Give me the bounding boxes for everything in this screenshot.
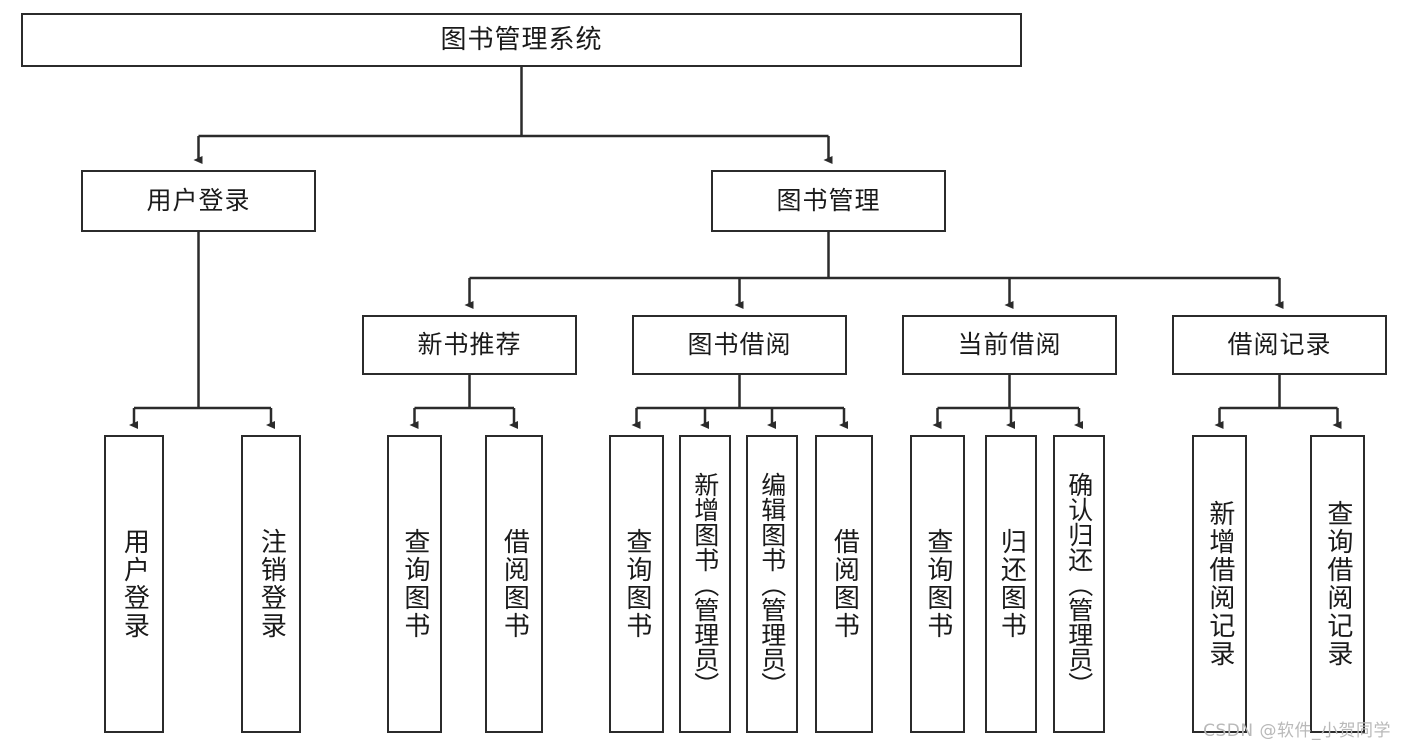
node-label: 借阅图书 bbox=[499, 528, 530, 640]
node-label: 查询借阅记录 bbox=[1322, 500, 1353, 668]
node-leaf-confirm-return[interactable]: 确认归还（管理员） bbox=[1053, 435, 1105, 733]
node-leaf-user-logout[interactable]: 注销登录 bbox=[241, 435, 301, 733]
node-label: 图书借阅 bbox=[687, 330, 792, 360]
node-label: 新书推荐 bbox=[417, 330, 522, 360]
node-label: 归还图书 bbox=[996, 528, 1027, 640]
node-label: 借阅记录 bbox=[1227, 330, 1332, 360]
node-root[interactable]: 图书管理系统 bbox=[21, 13, 1022, 67]
node-label: 确认归还（管理员） bbox=[1064, 471, 1094, 697]
node-leaf-borrow-book-2[interactable]: 借阅图书 bbox=[815, 435, 873, 733]
node-user-login[interactable]: 用户登录 bbox=[81, 170, 316, 232]
node-label: 新增借阅记录 bbox=[1204, 500, 1235, 668]
node-current-borrow[interactable]: 当前借阅 bbox=[902, 315, 1117, 375]
node-leaf-add-record[interactable]: 新增借阅记录 bbox=[1192, 435, 1247, 733]
node-leaf-query-book-3[interactable]: 查询图书 bbox=[910, 435, 965, 733]
node-leaf-edit-book[interactable]: 编辑图书（管理员） bbox=[746, 435, 798, 733]
node-leaf-query-book-2[interactable]: 查询图书 bbox=[609, 435, 664, 733]
node-label: 查询图书 bbox=[922, 528, 953, 640]
node-new-book-recommend[interactable]: 新书推荐 bbox=[362, 315, 577, 375]
node-leaf-borrow-book-1[interactable]: 借阅图书 bbox=[485, 435, 543, 733]
node-book-borrow[interactable]: 图书借阅 bbox=[632, 315, 847, 375]
node-label: 编辑图书（管理员） bbox=[757, 471, 787, 697]
node-label: 当前借阅 bbox=[957, 330, 1062, 360]
node-leaf-user-login[interactable]: 用户登录 bbox=[104, 435, 164, 733]
node-label: 图书管理 bbox=[776, 186, 881, 216]
node-label: 查询图书 bbox=[399, 528, 430, 640]
node-leaf-return-book[interactable]: 归还图书 bbox=[985, 435, 1037, 733]
node-borrow-record[interactable]: 借阅记录 bbox=[1172, 315, 1387, 375]
node-leaf-query-record[interactable]: 查询借阅记录 bbox=[1310, 435, 1365, 733]
node-label: 用户登录 bbox=[119, 528, 150, 640]
node-leaf-query-book-1[interactable]: 查询图书 bbox=[387, 435, 442, 733]
node-leaf-add-book[interactable]: 新增图书（管理员） bbox=[679, 435, 731, 733]
node-label: 注销登录 bbox=[256, 528, 287, 640]
node-label: 新增图书（管理员） bbox=[690, 471, 720, 697]
node-label: 图书管理系统 bbox=[440, 24, 603, 55]
node-label: 借阅图书 bbox=[829, 528, 860, 640]
node-book-manage[interactable]: 图书管理 bbox=[711, 170, 946, 232]
watermark: CSDN @软件_小贺同学 bbox=[1203, 721, 1391, 741]
node-label: 查询图书 bbox=[621, 528, 652, 640]
node-label: 用户登录 bbox=[146, 186, 251, 216]
